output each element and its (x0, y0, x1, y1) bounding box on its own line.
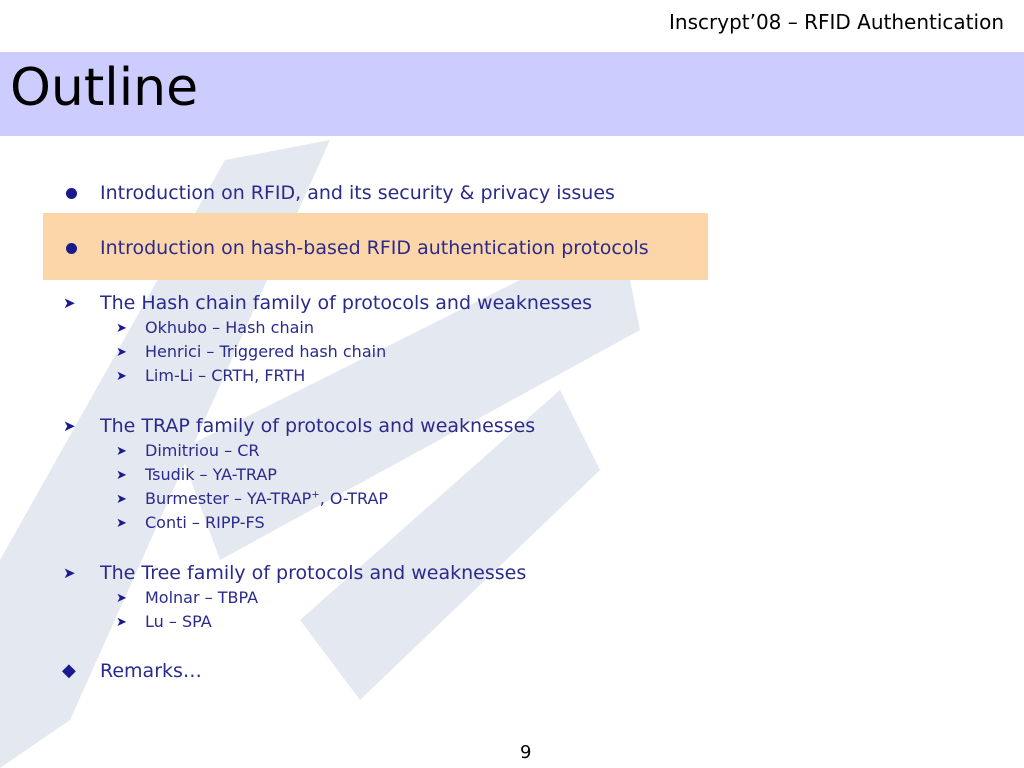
current-section-highlight (43, 213, 708, 280)
outline-item-intro-rfid: Introduction on RFID, and its security &… (100, 182, 615, 204)
outline-subitem: Okhubo – Hash chain (145, 318, 314, 337)
outline-subitem: Tsudik – YA-TRAP (145, 465, 277, 484)
slide-title: Outline (10, 58, 199, 118)
outline-subitem: Henrici – Triggered hash chain (145, 342, 387, 361)
page-number: 9 (520, 742, 532, 763)
title-band (0, 52, 1024, 136)
arrowhead-bullet-icon: ➤ (63, 417, 76, 435)
outline-section-tree: The Tree family of protocols and weaknes… (100, 562, 527, 584)
arrowhead-bullet-icon: ➤ (116, 345, 127, 360)
outline-item-remarks: Remarks… (100, 660, 202, 682)
outline-section-hash-chain: The Hash chain family of protocols and w… (100, 292, 593, 314)
outline-item-intro-hash: Introduction on hash-based RFID authenti… (100, 237, 649, 259)
arrowhead-bullet-icon: ➤ (116, 591, 127, 606)
arrowhead-bullet-icon: ➤ (116, 444, 127, 459)
burmester-prefix: Burmester – YA-TRAP (145, 489, 312, 508)
arrowhead-bullet-icon: ➤ (116, 369, 127, 384)
outline-subitem: Molnar – TBPA (145, 588, 259, 607)
filled-circle-bullet-icon (66, 188, 77, 199)
arrowhead-bullet-icon: ➤ (116, 468, 127, 483)
burmester-superscript: + (311, 489, 320, 501)
header-title: Inscrypt’08 – RFID Authentication (669, 10, 1004, 34)
burmester-suffix: , O-TRAP (319, 489, 389, 508)
arrowhead-bullet-icon: ➤ (116, 615, 127, 630)
arrowhead-bullet-icon: ➤ (63, 564, 76, 582)
outline-section-trap: The TRAP family of protocols and weaknes… (100, 415, 536, 437)
filled-circle-bullet-icon (66, 243, 77, 254)
arrowhead-bullet-icon: ➤ (116, 321, 127, 336)
diamond-bullet-icon: ◆ (62, 660, 76, 681)
outline-subitem-burmester: Burmester – YA-TRAP+, O-TRAP (145, 489, 388, 508)
arrowhead-bullet-icon: ➤ (116, 516, 127, 531)
arrowhead-bullet-icon: ➤ (116, 492, 127, 507)
outline-subitem: Lu – SPA (145, 612, 212, 631)
arrowhead-bullet-icon: ➤ (63, 294, 76, 312)
outline-subitem: Conti – RIPP-FS (145, 513, 265, 532)
outline-subitem: Lim-Li – CRTH, FRTH (145, 366, 306, 385)
outline-subitem: Dimitriou – CR (145, 441, 260, 460)
